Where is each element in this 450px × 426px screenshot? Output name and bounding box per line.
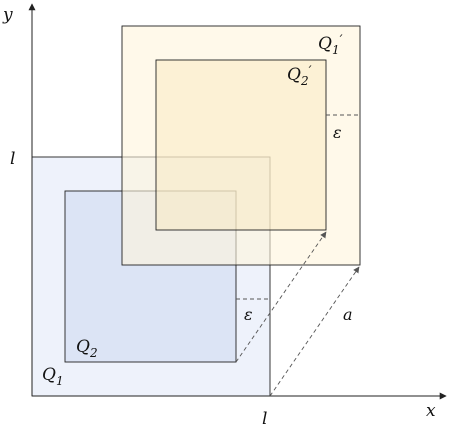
x-axis-label: x — [426, 401, 436, 421]
translation-arrow-outer — [269, 266, 360, 397]
translation-arrow-inner — [235, 231, 327, 363]
epsilon-lower-label: ε — [244, 305, 253, 324]
y-axis-label: y — [2, 5, 13, 25]
epsilon-upper-label: ε — [333, 123, 342, 142]
Q1-prime-label: Q1′ — [318, 33, 343, 57]
Q2-prime-inner-square — [155, 59, 327, 231]
l-left-label: l — [10, 149, 15, 169]
Q1-prime-outer-square — [121, 25, 361, 266]
Q2-label: Q2 — [76, 337, 98, 360]
Q2-prime-label: Q2′ — [287, 64, 312, 88]
l-bottom-label: l — [262, 409, 267, 426]
Q1-label: Q1 — [42, 365, 64, 388]
vector-a-label: a — [343, 305, 353, 324]
